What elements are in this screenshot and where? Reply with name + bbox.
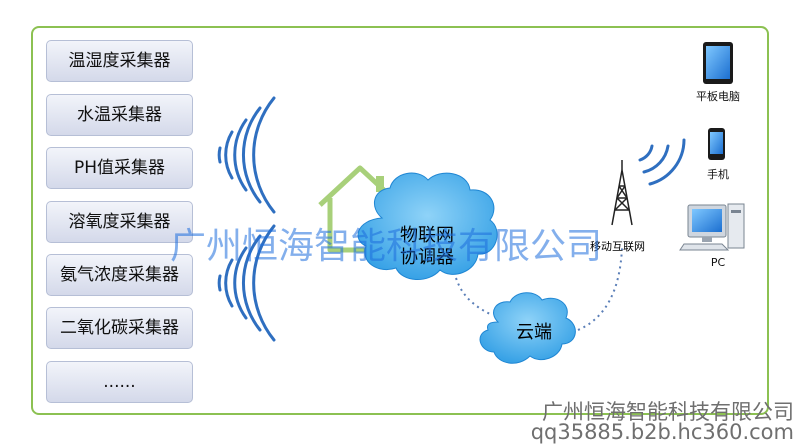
tower-label: 移动互联网 [590,240,645,253]
tablet-icon [703,42,733,84]
pc-label: PC [710,256,726,269]
collector-dissolved-oxygen: 溶氧度采集器 [46,201,193,243]
coordinator-label-line2: 协调器 [400,247,454,268]
phone-label: 手机 [707,168,729,181]
collector-water-temperature: 水温采集器 [46,94,193,136]
coordinator-label-line1: 物联网 [400,225,454,246]
collector-more: ...... [46,361,193,403]
collector-ph: PH值采集器 [46,147,193,189]
tablet-label: 平板电脑 [696,90,740,103]
cloud-icon [479,292,576,364]
mobile-tower-icon [611,160,633,226]
coordinator-cloud [357,172,498,280]
diagram-frame [31,26,769,415]
phone-icon [708,128,725,160]
cloud-label: 云端 [516,322,552,343]
credit-site: qq35885.b2b.hc360.com [530,420,794,444]
network-links [455,247,623,331]
credit-company: 广州恒海智能科技有限公司 [542,400,794,424]
tower-signal-waves [638,138,686,186]
collector-ammonia: 氨气浓度采集器 [46,254,193,296]
collector-co2: 二氧化碳采集器 [46,307,193,349]
pc-icon [679,203,745,251]
collector-temperature-humidity: 温湿度采集器 [46,40,193,82]
coordinator-label: 物联网 协调器 [388,225,466,269]
lower-signal-waves [217,224,276,342]
upper-signal-waves [217,96,276,214]
